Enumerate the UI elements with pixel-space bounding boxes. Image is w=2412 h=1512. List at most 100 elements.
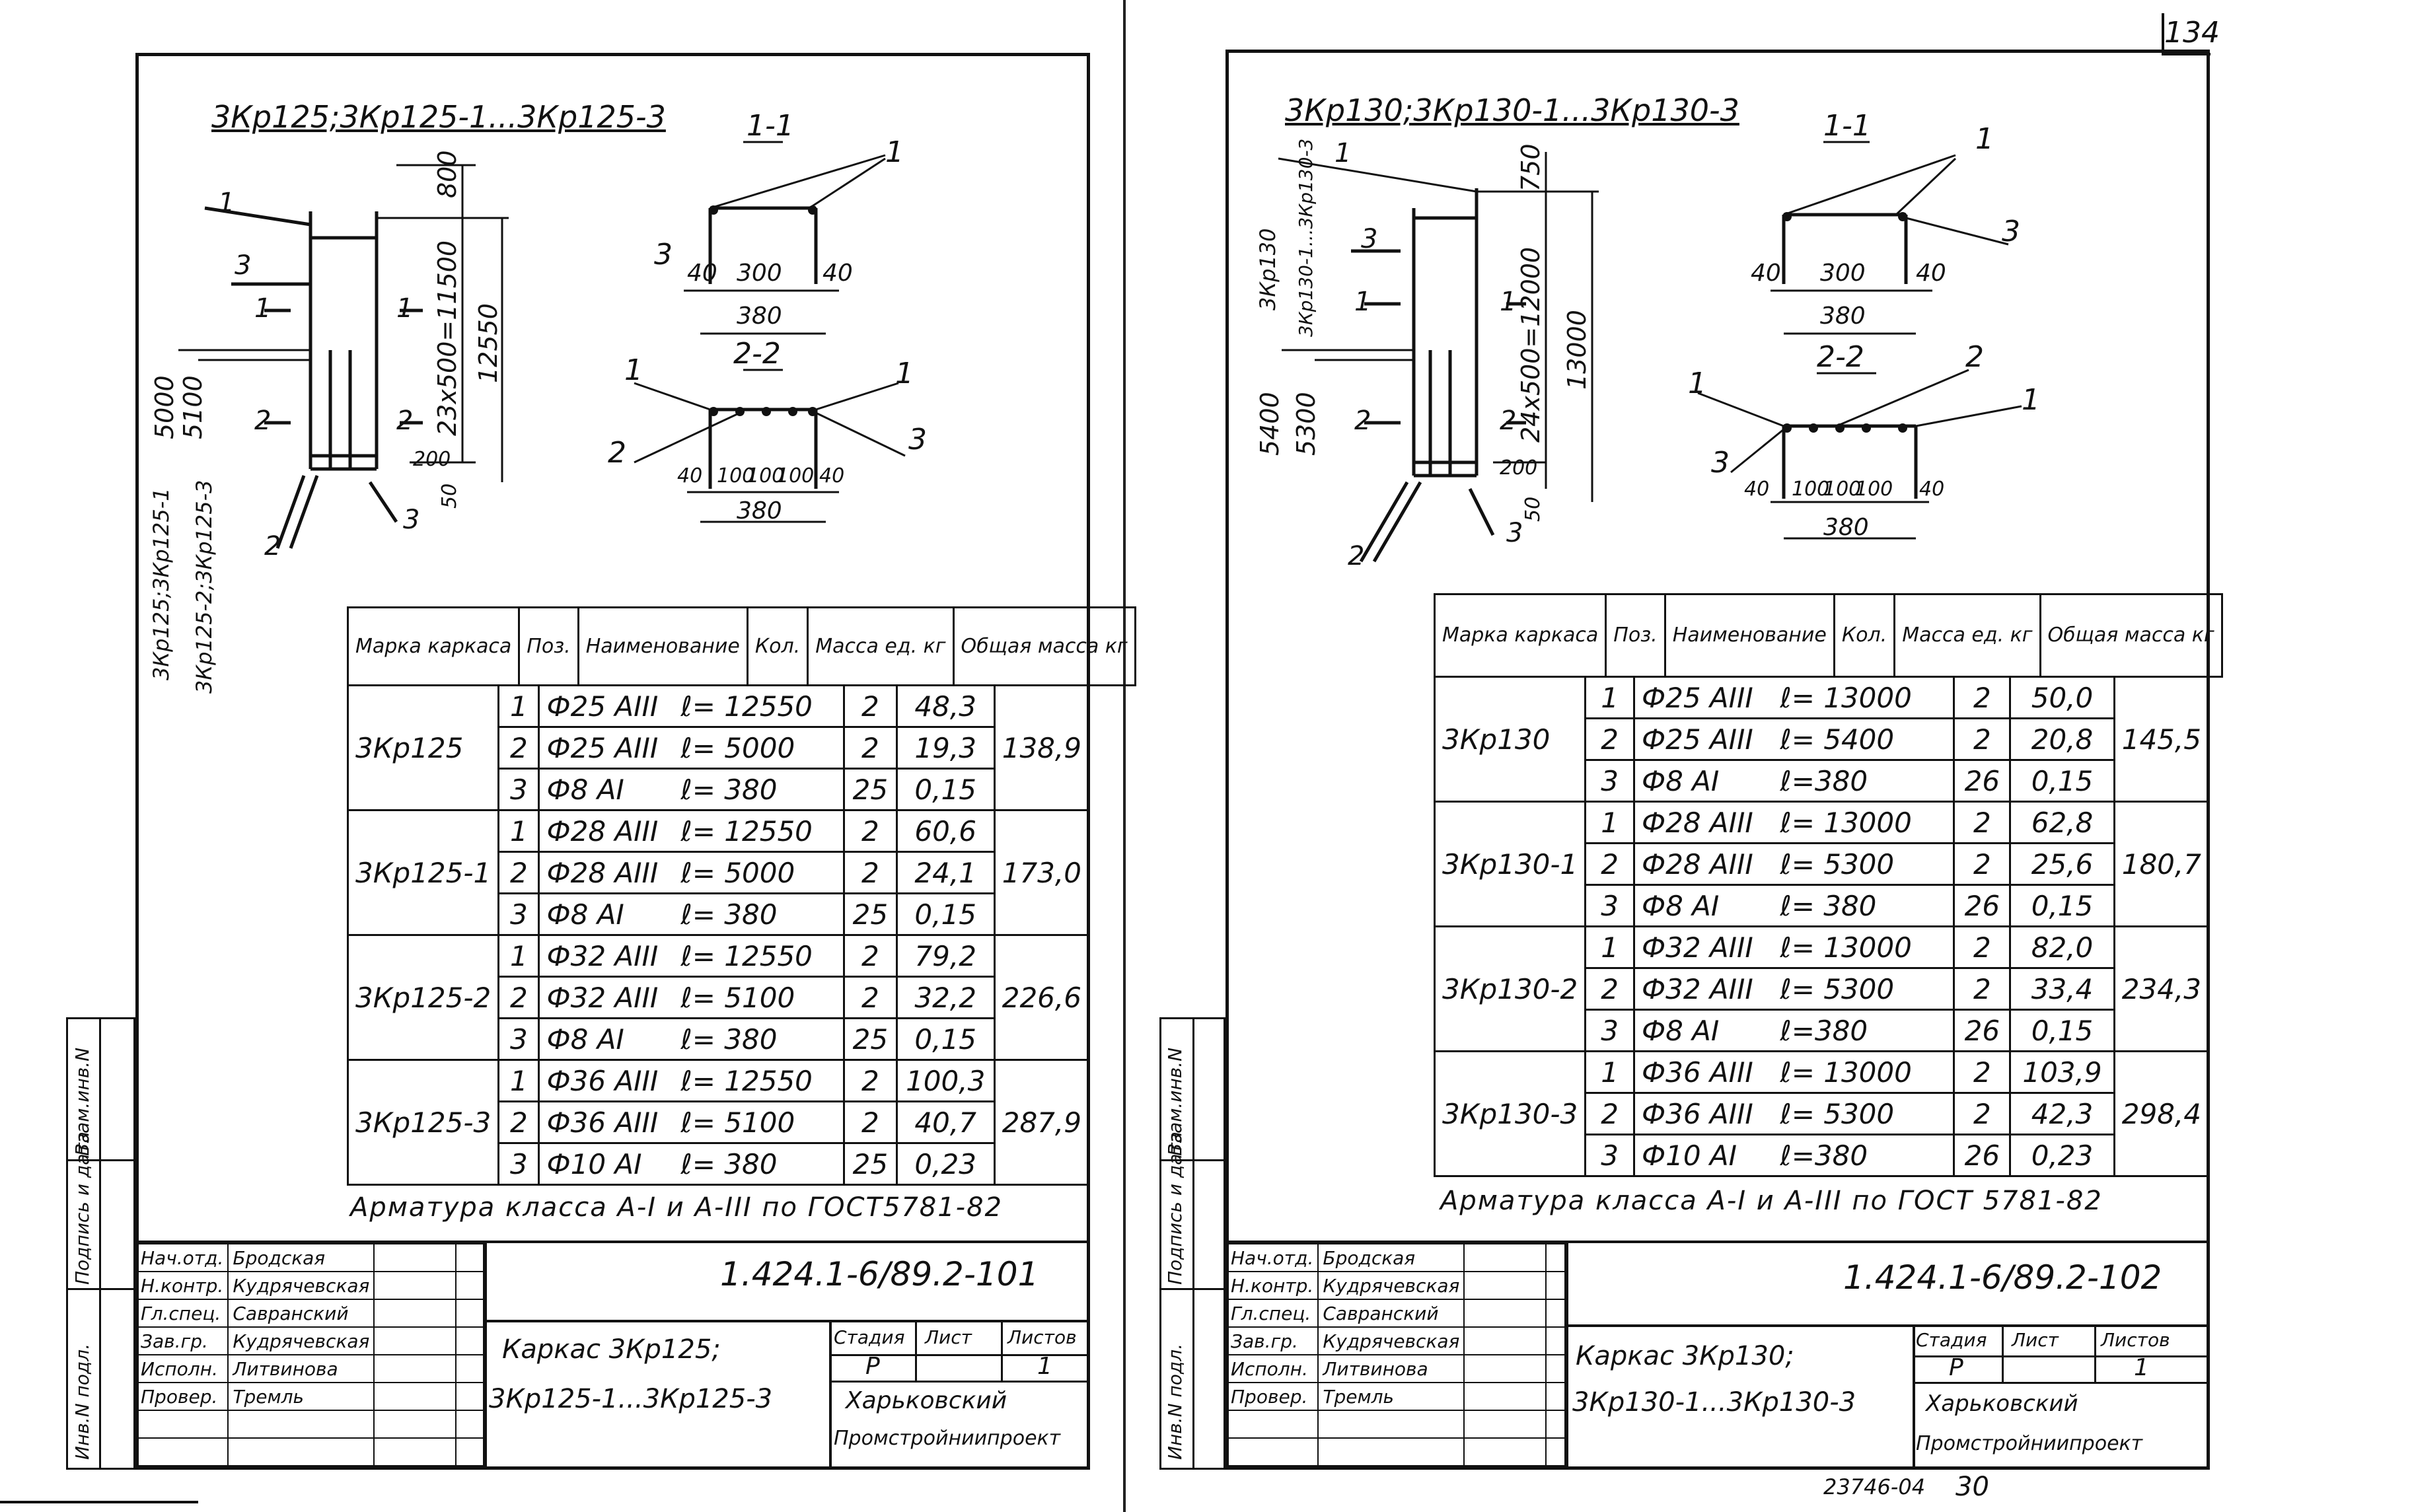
stamp-name: Литвинова (1317, 1354, 1465, 1383)
stamp-row (135, 1410, 484, 1439)
stamp-name: Литвинова (227, 1354, 375, 1383)
svg-text:1: 1 (885, 135, 904, 169)
cell-len: ℓ= 12550 (674, 934, 845, 978)
cell-len: ℓ= 5300 (1773, 842, 1955, 886)
svg-text:380: 380 (737, 303, 782, 330)
cell-len: ℓ= 380 (674, 892, 845, 936)
svg-text:40: 40 (1919, 478, 1944, 501)
stamp-role: Гл.спец. (135, 1299, 229, 1328)
cell-qty: 2 (842, 1100, 898, 1144)
cell-total: 138,9 (993, 684, 1091, 811)
cell-mass: 33,4 (2009, 967, 2115, 1011)
cell-qty: 2 (842, 934, 898, 978)
dim-5100: 5100 (178, 375, 207, 439)
stamp-row: Провер.Тремль (135, 1382, 484, 1411)
cell-bar: Ф10 АI (538, 1142, 675, 1186)
hdr-total: Общая масса кг (2039, 593, 2223, 678)
org-name-2: Промстройниипроект (1916, 1432, 2143, 1455)
stamp-empty (1225, 1410, 1319, 1439)
stamp-empty (455, 1410, 484, 1439)
cell-pos: 2 (1584, 1092, 1635, 1135)
stamp-name: Кудрячевская (1317, 1271, 1465, 1300)
cell-len: ℓ= 5300 (1773, 1092, 1955, 1135)
cell-bar: Ф28 АIII (1632, 801, 1774, 844)
cell-len: ℓ= 380 (674, 1017, 845, 1061)
table-note: Арматура класса А-I и А-III по ГОСТ 5781… (1440, 1186, 2103, 1216)
cell-mark: 3Кр125-2 (346, 934, 500, 1061)
cell-mass: 32,2 (895, 976, 996, 1019)
cell-pos: 2 (1584, 967, 1635, 1011)
stamp-empty (373, 1437, 457, 1466)
svg-text:3: 3 (2002, 215, 2020, 248)
cell-bar: Ф10 АI (1632, 1134, 1774, 1177)
cell-qty: 2 (1953, 676, 2012, 719)
sheet-title: 3Кр130;3Кр130-1...3Кр130-3 (1285, 92, 1739, 128)
svg-text:1-1: 1-1 (1823, 109, 1871, 143)
svg-text:1: 1 (396, 293, 413, 324)
stamp-role: Нач.отд. (135, 1243, 229, 1272)
stamp-empty (135, 1410, 229, 1439)
stage-label: Стадия (834, 1326, 905, 1348)
cell-mass: 0,15 (895, 768, 996, 811)
spec-table: Марка каркаса Поз. Наименование Кол. Мас… (1433, 593, 2223, 678)
cell-mass: 50,0 (2009, 676, 2115, 719)
svg-text:24х500=12000: 24х500=12000 (1516, 247, 1545, 443)
cell-len: ℓ= 5400 (1773, 717, 1955, 761)
cell-bar: Ф25 АIII (538, 684, 675, 728)
sheet-label: Лист (2012, 1329, 2059, 1351)
cell-len: ℓ= 5100 (674, 1100, 845, 1144)
cell-bar: Ф8 АI (1632, 884, 1774, 927)
cell-mass: 60,6 (895, 809, 996, 853)
cell-len: ℓ= 13000 (1773, 676, 1955, 719)
cell-total: 145,5 (2113, 676, 2211, 803)
stamp-empty (1225, 1437, 1319, 1466)
stamp-date (1545, 1382, 1566, 1411)
stamp-signature (1463, 1354, 1547, 1383)
svg-text:40: 40 (822, 260, 853, 287)
stamp-row: Гл.спец.Савранский (1225, 1299, 1566, 1328)
svg-text:1: 1 (1975, 122, 1994, 156)
cell-qty: 25 (842, 1142, 898, 1186)
stamp-date (1545, 1326, 1566, 1355)
stamp-signature (1463, 1299, 1547, 1328)
cell-mass: 19,3 (895, 726, 996, 770)
cell-bar: Ф8 АI (538, 768, 675, 811)
hdr-mass: Масса ед. кг (1893, 593, 2041, 678)
cell-pos: 2 (1584, 717, 1635, 761)
cell-mass: 0,23 (2009, 1134, 2115, 1177)
cell-bar: Ф25 АIII (1632, 717, 1774, 761)
stamp-row: Зав.гр.Кудрячевская (1225, 1326, 1566, 1355)
svg-text:3: 3 (654, 238, 673, 271)
svg-text:40: 40 (677, 464, 702, 487)
stamp-role: Н.контр. (135, 1271, 229, 1300)
cell-mark: 3Кр130-2 (1433, 925, 1587, 1052)
elevation-drawing: 13 12 12 23 750 24х500=12000 13000 5400 … (1255, 109, 2040, 571)
cell-len: ℓ=380 (1773, 1134, 1955, 1177)
cell-len: ℓ= 12550 (674, 809, 845, 853)
cell-qty: 25 (842, 768, 898, 811)
cell-mark: 3Кр125 (346, 684, 500, 811)
stamp-name: Кудрячевская (1317, 1326, 1465, 1355)
svg-text:380: 380 (1823, 514, 1869, 541)
cell-mass: 20,8 (2009, 717, 2115, 761)
bottom-left-rule (0, 1501, 198, 1503)
cell-bar: Ф25 АIII (1632, 676, 1774, 719)
footer-page: 30 (1955, 1472, 1989, 1502)
svg-text:100: 100 (1792, 478, 1829, 501)
cell-len: ℓ=380 (1773, 759, 1955, 803)
svg-text:40: 40 (819, 464, 844, 487)
cell-bar: Ф32 АIII (538, 976, 675, 1019)
cell-pos: 2 (497, 851, 540, 894)
cell-mark: 3Кр130 (1433, 676, 1587, 803)
cell-mass: 25,6 (2009, 842, 2115, 886)
cell-len: ℓ= 13000 (1773, 801, 1955, 844)
hdr-pos: Поз. (518, 606, 579, 686)
stamp-date (1545, 1354, 1566, 1383)
svg-text:100: 100 (776, 464, 814, 487)
stamp-signature (373, 1271, 457, 1300)
